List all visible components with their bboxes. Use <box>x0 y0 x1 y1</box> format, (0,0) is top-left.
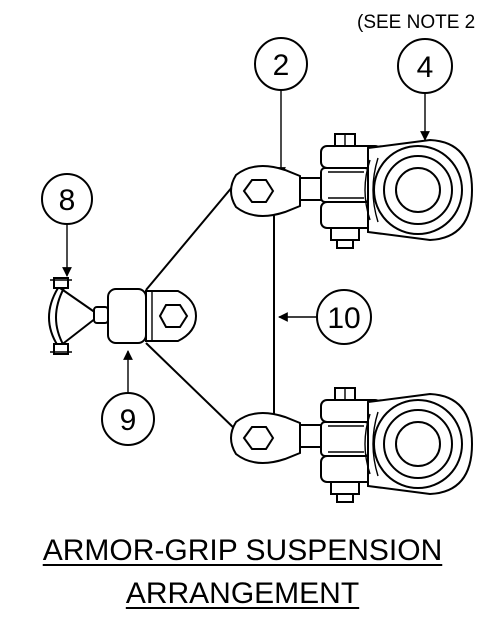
callout-8-number: 8 <box>59 184 76 217</box>
see-note-label: (SEE NOTE 2 <box>357 12 475 33</box>
socket-eye-clevis <box>107 288 198 344</box>
callout-4-number: 4 <box>417 51 434 84</box>
title-line-1-text: ARMOR-GRIP SUSPENSION <box>42 534 443 567</box>
upper-armor-grip-unit <box>320 133 474 249</box>
lower-armor-grip-unit <box>320 387 474 503</box>
title-line-2: ARRANGEMENT <box>0 577 485 611</box>
upper-link <box>230 165 341 217</box>
callout-9: 9 <box>101 350 155 446</box>
callout-4: 4 <box>397 38 453 141</box>
callout-2-number: 2 <box>273 49 290 82</box>
callout-10: 10 <box>278 289 372 345</box>
title-line-1: ARMOR-GRIP SUSPENSION <box>0 534 485 568</box>
callout-10-number: 10 <box>327 302 360 335</box>
callout-9-number: 9 <box>120 404 137 437</box>
callout-2: 2 <box>254 37 308 177</box>
yoke-plate-outline <box>145 179 275 433</box>
title-line-2-text: ARRANGEMENT <box>125 577 360 610</box>
callout-8: 8 <box>41 173 93 277</box>
anchor-shackle <box>48 277 109 355</box>
